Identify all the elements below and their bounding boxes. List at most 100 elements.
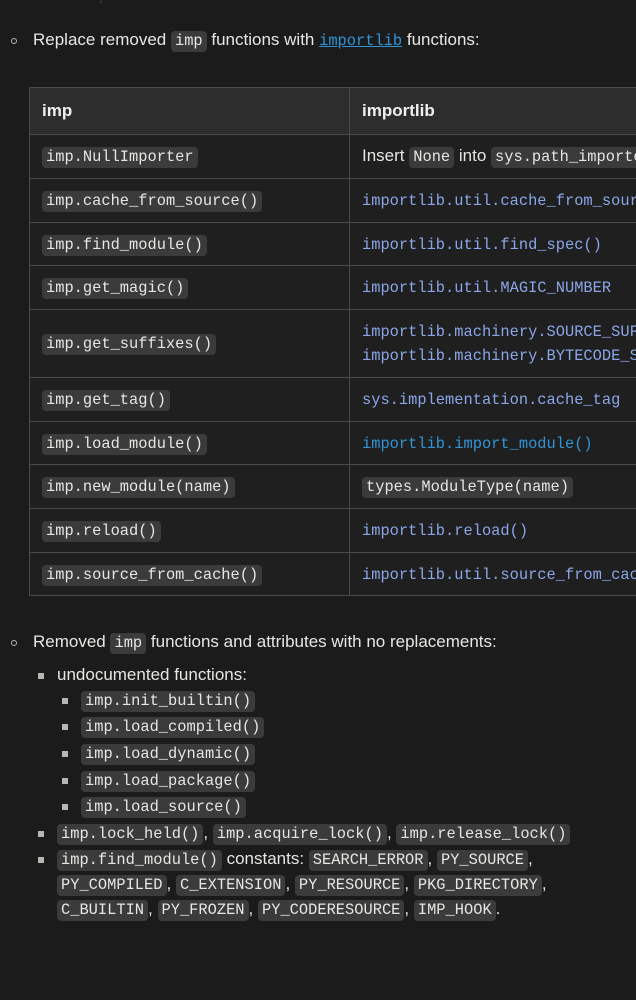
inline-code: sys.path_importer_cache (491, 147, 636, 169)
list-item: imp.load_compiled() (57, 714, 636, 739)
inline-code: imp.init_builtin() (81, 690, 256, 712)
cell-importlib: importlib.util.MAGIC_NUMBER (349, 265, 636, 310)
text-fragment: , (404, 898, 414, 918)
code-link[interactable]: importlib.util.cache_from_source() (362, 191, 636, 210)
intro-text-after: functions: (402, 30, 480, 49)
undocumented-functions-label: undocumented functions: (57, 664, 247, 684)
code-link[interactable]: importlib.util.source_from_cache() (362, 565, 636, 584)
intro-list: Replace removed imp functions with impor… (0, 28, 636, 53)
inline-code-imp: imp (170, 31, 207, 52)
cell-importlib: importlib.reload() (349, 508, 636, 553)
inline-code: imp.lock_held() (57, 823, 204, 845)
cell-importlib: importlib.util.source_from_cache() (349, 551, 636, 597)
find-module-constants-item: imp.find_module() constants: SEARCH_ERRO… (33, 847, 636, 921)
importlib-link[interactable]: importlib (319, 32, 403, 50)
cell-imp: imp.get_suffixes() (29, 308, 350, 379)
inline-code: IMP_HOOK (413, 899, 496, 921)
code-link[interactable]: importlib.util.MAGIC_NUMBER (362, 279, 612, 298)
inline-code: PY_FROZEN (157, 899, 249, 921)
text-fragment: , (541, 874, 547, 894)
clipped-previous-line: · (96, 0, 106, 11)
cell-importlib: types.ModuleType(name) (349, 464, 636, 510)
inline-code: imp.get_tag() (42, 390, 170, 412)
cell-importlib: importlib.util.cache_from_source() (349, 177, 636, 223)
text-fragment: , (203, 822, 213, 842)
inline-code: C_EXTENSION (175, 875, 286, 897)
code-link[interactable]: importlib.util.find_spec() (362, 235, 602, 254)
removed-list: Removed imp functions and attributes wit… (0, 630, 636, 921)
text-fragment: . (495, 898, 501, 918)
text-fragment: , (148, 898, 158, 918)
removed-sublist: undocumented functions: imp.init_builtin… (33, 663, 636, 921)
table-row: imp.get_tag() sys.implementation.cache_ta… (29, 377, 636, 422)
inline-code: PKG_DIRECTORY (413, 875, 542, 897)
undocumented-functions-item: undocumented functions: imp.init_builtin… (33, 663, 636, 819)
undocumented-functions-list: imp.init_builtin() imp.load_compiled()imp… (57, 688, 636, 819)
inline-code: imp.find_module() (57, 850, 222, 872)
cell-imp: imp.new_module(name) (29, 464, 350, 510)
cell-imp: imp.load_module() (29, 420, 350, 466)
table-wrapper: imp importlib imp.NullImporter Insert Non… (29, 86, 636, 597)
text-fragment: , (404, 874, 414, 894)
table-row: imp.get_suffixes() importlib.machinery.SO… (29, 308, 636, 379)
list-item: imp.load_source() (57, 794, 636, 819)
cell-imp: imp.source_from_cache() (29, 551, 350, 597)
inline-code: imp.load_module() (42, 433, 207, 455)
code-link[interactable]: importlib.machinery.BYTECODE_SUFFIXES (362, 347, 636, 366)
code-link[interactable]: importlib.machinery.SOURCE_SUFFIXES (362, 322, 636, 341)
text-fragment: , (386, 822, 397, 842)
text-fragment: , (248, 898, 258, 918)
cell-imp: imp.NullImporter (29, 134, 350, 179)
inline-code: imp.get_suffixes() (42, 334, 217, 356)
cell-importlib: importlib.import_module() (349, 420, 636, 466)
inline-code: PY_COMPILED (57, 875, 167, 897)
inline-code: imp.NullImporter (42, 147, 198, 169)
inline-code: imp.find_module() (42, 234, 207, 256)
cell-imp: imp.get_magic() (29, 265, 350, 310)
table-head: imp importlib (29, 86, 636, 136)
imp-importlib-table: imp importlib imp.NullImporter Insert Non… (29, 86, 636, 597)
table-row: imp.reload() importlib.reload() (29, 508, 636, 553)
inline-code: SEARCH_ERROR (308, 850, 428, 872)
intro-bullet-item: Replace removed imp functions with impor… (0, 28, 636, 53)
table-row: imp.NullImporter Insert None into sys.pat… (29, 134, 636, 179)
inline-code: PY_RESOURCE (294, 875, 405, 897)
cell-line: importlib.machinery.BYTECODE_SUFFIXES (362, 343, 636, 368)
text-fragment: constants: (221, 849, 309, 869)
table-row: imp.new_module(name) types.ModuleType(nam… (29, 464, 636, 510)
text-fragment: , (528, 849, 533, 869)
table-row: imp.find_module() importlib.util.find_spe… (29, 221, 636, 267)
inline-code: imp.reload() (42, 521, 161, 543)
table-row: imp.load_module() importlib.import_module… (29, 420, 636, 466)
inline-code: imp.release_lock() (396, 823, 571, 845)
list-item: imp.init_builtin() (57, 688, 636, 713)
table-body: imp.NullImporter Insert None into sys.pat… (29, 134, 636, 597)
removed-heading-after: functions and attributes with no replace… (146, 632, 497, 652)
cell-imp: imp.reload() (29, 508, 350, 553)
cell-importlib: Insert None into sys.path_importer_cache (349, 134, 636, 179)
find-module-constants-text: imp.find_module() constants: SEARCH_ERRO… (57, 849, 547, 921)
code-link[interactable]: importlib.import_module() (362, 434, 593, 453)
inline-code-imp-2: imp (110, 633, 147, 655)
column-header-importlib: importlib (349, 86, 636, 136)
removed-heading-before: Removed (33, 632, 111, 652)
inline-code: imp.load_compiled() (81, 717, 265, 739)
inline-code: imp.load_package() (81, 770, 256, 792)
text-fragment: , (166, 874, 176, 894)
removed-heading-item: Removed imp functions and attributes wit… (0, 630, 636, 921)
text-fragment: Insert (362, 146, 410, 166)
text-fragment: , (427, 849, 437, 869)
inline-code: None (409, 147, 455, 169)
inline-code: imp.acquire_lock() (212, 823, 387, 845)
code-link[interactable]: importlib.reload() (362, 522, 529, 541)
cell-importlib: importlib.util.find_spec() (349, 221, 636, 267)
code-link[interactable]: sys.implementation.cache_tag (362, 391, 621, 410)
lock-functions-item: imp.lock_held(), imp.acquire_lock(), imp… (33, 821, 636, 846)
list-item: imp.load_package() (57, 768, 636, 793)
intro-text-middle: functions with (206, 30, 320, 49)
table-row: imp.source_from_cache() importlib.util.so… (29, 551, 636, 597)
text-fragment: , (285, 874, 295, 894)
inline-code: imp.cache_from_source() (42, 190, 263, 212)
inline-code: imp.new_module(name) (42, 477, 235, 499)
